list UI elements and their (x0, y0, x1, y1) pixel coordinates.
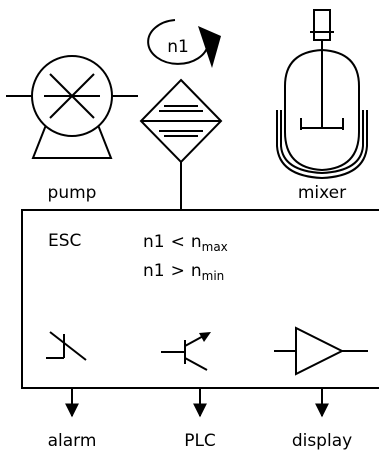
condition-min-sub: min (202, 269, 225, 283)
pump-icon (6, 55, 138, 159)
condition-max: n1 < nmax (143, 232, 228, 254)
filter-icon (139, 78, 223, 164)
mixer-icon (276, 9, 368, 180)
condition-max-lhs: n1 (143, 232, 165, 252)
rotation-arrow-icon (147, 19, 221, 68)
amplifier-icon (274, 326, 368, 376)
condition-min-op: > (171, 261, 185, 281)
condition-max-var: n (191, 232, 202, 252)
condition-min-var: n (191, 261, 202, 281)
display-label: display (292, 431, 352, 451)
controller-name: ESC (48, 231, 81, 251)
condition-max-sub: max (202, 240, 228, 254)
plc-label: PLC (184, 431, 216, 451)
mixer-label: mixer (298, 183, 346, 203)
pump-label: pump (48, 183, 97, 203)
condition-min-lhs: n1 (143, 261, 165, 281)
transistor-icon (161, 333, 208, 371)
condition-max-op: < (171, 232, 185, 252)
speed-label: n1 (167, 37, 189, 57)
alarm-threshold-icon (46, 331, 87, 361)
transistor-arrow-icon (199, 332, 211, 342)
condition-min: n1 > nmin (143, 261, 224, 283)
alarm-label: alarm (48, 431, 97, 451)
